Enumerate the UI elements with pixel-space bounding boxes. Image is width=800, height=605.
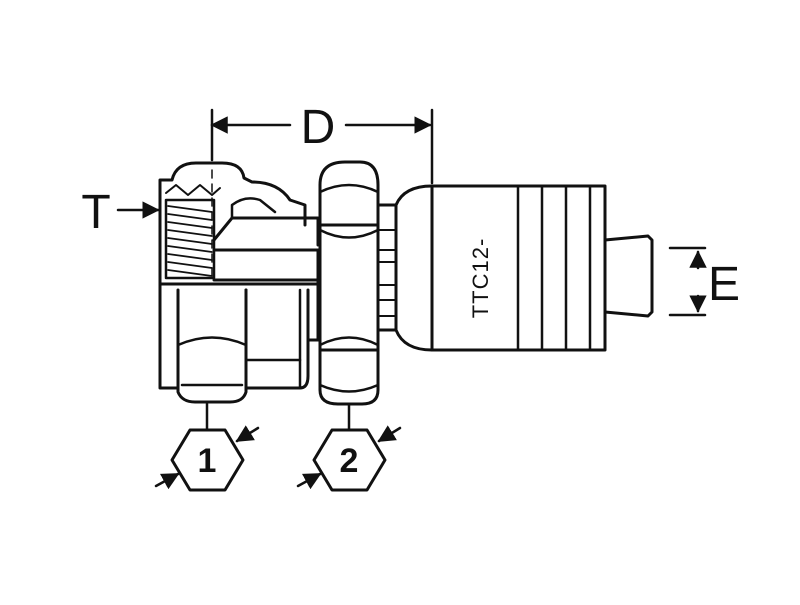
dimension-d (210, 108, 434, 281)
swivel-nut (158, 161, 320, 390)
hex-nut-1 (176, 248, 320, 404)
hex-symbol-1 (154, 402, 260, 492)
hex-1-label: 1 (198, 442, 217, 480)
dim-t-label: T (81, 186, 110, 239)
hex-nut-2 (318, 160, 380, 406)
part-number-label: TTC12- (468, 238, 493, 319)
hex-2-label: 2 (340, 442, 359, 480)
hose-end (603, 234, 654, 318)
dimension-e (668, 246, 707, 317)
nipple-shank (376, 184, 434, 352)
socket-body (430, 184, 607, 352)
dim-e-label: E (708, 258, 740, 311)
dim-d-label: D (301, 101, 336, 154)
hex-symbol-2 (296, 402, 402, 492)
